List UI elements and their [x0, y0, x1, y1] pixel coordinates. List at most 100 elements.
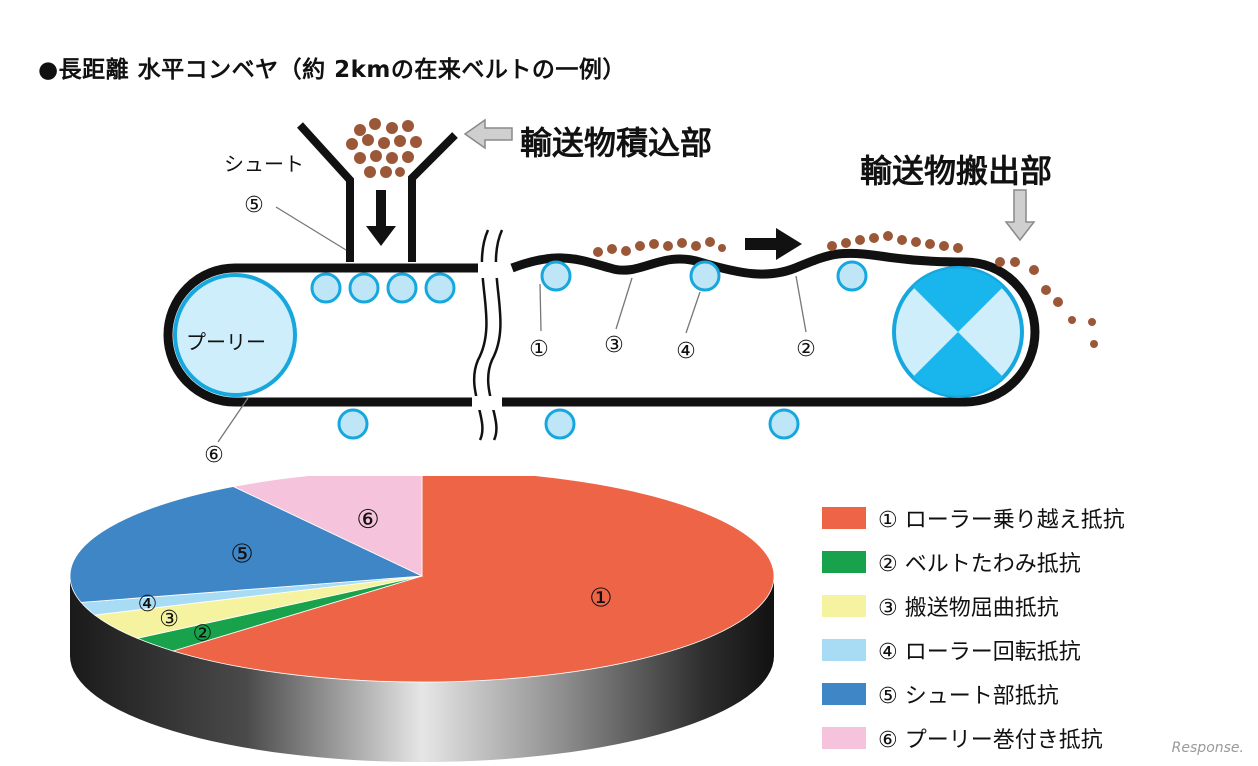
material-particle [402, 151, 414, 163]
pie-slice [69, 486, 424, 603]
material-particle [593, 247, 603, 257]
material-particle [995, 257, 1005, 267]
material-particle [395, 167, 405, 177]
pie-slice-label: ③ [159, 607, 179, 632]
material-particle [897, 235, 907, 245]
marker-1: ① [529, 337, 549, 362]
carrier-roller [689, 260, 721, 292]
pulley-label: プーリー [186, 330, 266, 354]
material-particle [827, 241, 837, 251]
legend-label: ③ 搬送物屈曲抵抗 [878, 596, 1059, 621]
marker-4: ④ [676, 339, 696, 364]
watermark: Response. [1171, 740, 1244, 756]
drive-pulley [892, 266, 1024, 398]
legend-label: ② ベルトたわみ抵抗 [878, 552, 1081, 577]
legend-swatch [822, 683, 866, 705]
legend-swatch [822, 639, 866, 661]
return-roller [337, 408, 369, 440]
chart-legend: ① ローラー乗り越え抵抗 ② ベルトたわみ抵抗 ③ 搬送物屈曲抵抗 ④ ローラー回転抵… [822, 496, 1242, 760]
material-particle [1029, 265, 1039, 275]
material-particle [410, 136, 422, 148]
tail-pulley [173, 273, 297, 397]
material-particle [841, 238, 851, 248]
legend-item: ④ ローラー回転抵抗 [822, 628, 1242, 672]
marker-2: ② [796, 337, 816, 362]
loading-pointer-arrow [463, 118, 513, 150]
flow-arrow-down [366, 190, 396, 246]
material-particle [925, 239, 935, 249]
material-particle [649, 239, 659, 249]
legend-swatch [822, 507, 866, 529]
leader-line-5 [275, 206, 347, 251]
material-particle [369, 118, 381, 130]
material-particle [362, 134, 374, 146]
material-particle [1041, 285, 1051, 295]
pie-slice [232, 476, 423, 577]
material-particle [402, 120, 414, 132]
material-particle [677, 238, 687, 248]
marker-3: ③ [604, 333, 624, 358]
material-particle [1090, 340, 1098, 348]
page-title: ●長距離 水平コンベヤ（約 2kmの在来ベルトの一例） [38, 57, 626, 83]
material-particle [380, 166, 392, 178]
material-particle [911, 237, 921, 247]
legend-label: ⑥ プーリー巻付き抵抗 [878, 728, 1103, 753]
material-particle [869, 233, 879, 243]
material-particle [607, 244, 617, 254]
material-particle [1068, 316, 1076, 324]
material-particle [1053, 297, 1063, 307]
pie-slice [171, 476, 775, 683]
legend-swatch [822, 595, 866, 617]
pie-side-wall [70, 576, 774, 762]
leader-line-6 [217, 397, 249, 443]
material-particle [705, 237, 715, 247]
material-particle [386, 122, 398, 134]
material-particle [621, 246, 631, 256]
material-particle [394, 135, 406, 147]
flow-arrow-right [745, 228, 802, 260]
material-particle [370, 150, 382, 162]
material-particle [635, 241, 645, 251]
unloading-pointer-arrow [1004, 189, 1036, 242]
conveyor-diagram [163, 118, 1098, 443]
material-particle [855, 235, 865, 245]
material-particle [718, 244, 726, 252]
legend-item: ⑤ シュート部抵抗 [822, 672, 1242, 716]
carrier-roller [540, 260, 572, 292]
marker-5: ⑤ [244, 193, 264, 218]
legend-item: ② ベルトたわみ抵抗 [822, 540, 1242, 584]
carrier-roller [310, 272, 342, 304]
chute-label: シュート [224, 152, 304, 176]
legend-item: ③ 搬送物屈曲抵抗 [822, 584, 1242, 628]
unloading-section-label: 輸送物搬出部 [860, 152, 1053, 190]
pie-slice-label: ② [193, 621, 213, 646]
return-roller [768, 408, 800, 440]
material-particle [691, 241, 701, 251]
material-particle [953, 243, 963, 253]
marker-6: ⑥ [204, 443, 224, 468]
legend-label: ⑤ シュート部抵抗 [878, 684, 1059, 709]
leader-line-4 [685, 291, 701, 334]
material-particle [1088, 318, 1096, 326]
material-particle [939, 241, 949, 251]
legend-label: ④ ローラー回転抵抗 [878, 640, 1081, 665]
return-roller [544, 408, 576, 440]
loading-section-label: 輸送物積込部 [520, 124, 713, 162]
material-particle [883, 231, 893, 241]
material-particle [364, 166, 376, 178]
legend-item: ① ローラー乗り越え抵抗 [822, 496, 1242, 540]
material-particle [354, 152, 366, 164]
leader-line-1 [539, 283, 542, 332]
leader-line-3 [615, 277, 633, 330]
legend-swatch [822, 551, 866, 573]
material-particle [378, 137, 390, 149]
material-particle [386, 152, 398, 164]
material-particle [346, 138, 358, 150]
leader-line-2 [795, 275, 807, 333]
pie-slice-label: ① [589, 583, 612, 613]
carrier-roller [836, 260, 868, 292]
pie-slice-label: ⑤ [230, 540, 253, 570]
legend-label: ① ローラー乗り越え抵抗 [878, 508, 1125, 533]
